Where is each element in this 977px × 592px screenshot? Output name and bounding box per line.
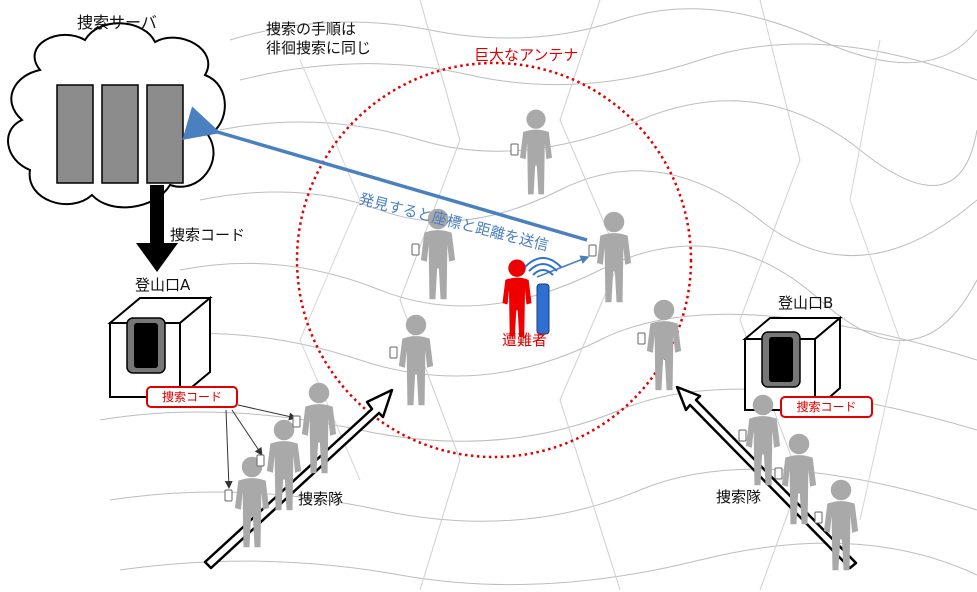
phone-icon <box>224 143 823 524</box>
code-box-b: 捜索コード <box>780 396 873 418</box>
approach-arrow-left <box>203 388 394 570</box>
search-team-left-label: 捜索隊 <box>298 490 344 508</box>
code-box-a: 捜索コード <box>146 386 238 408</box>
server-rack-icon <box>56 84 184 184</box>
giant-antenna-label: 巨大なアンテナ <box>474 46 579 64</box>
victim-label: 遭難者 <box>502 331 548 349</box>
person-icon <box>646 299 682 391</box>
terminal-icon <box>107 295 213 400</box>
antenna-icon <box>524 257 562 335</box>
person-icon <box>596 211 632 303</box>
search-code-label: 捜索コード <box>170 226 246 244</box>
download-arrow <box>136 185 178 272</box>
victim-person-icon <box>502 259 532 337</box>
search-server-label: 捜索サーバ <box>77 13 157 32</box>
person-icon <box>398 314 434 406</box>
antenna-range-circle <box>295 61 693 459</box>
report-arrow <box>182 106 588 242</box>
code-distribution-lines <box>224 404 297 489</box>
signal-arrow <box>536 255 590 278</box>
procedure-note: 捜索の手順は 徘徊捜索に同じ <box>266 20 372 57</box>
trailhead-a-label: 登山口A <box>135 276 191 294</box>
person-icon <box>520 109 552 195</box>
trailhead-b-label: 登山口B <box>778 294 834 312</box>
search-team-right-label: 捜索隊 <box>716 488 762 506</box>
